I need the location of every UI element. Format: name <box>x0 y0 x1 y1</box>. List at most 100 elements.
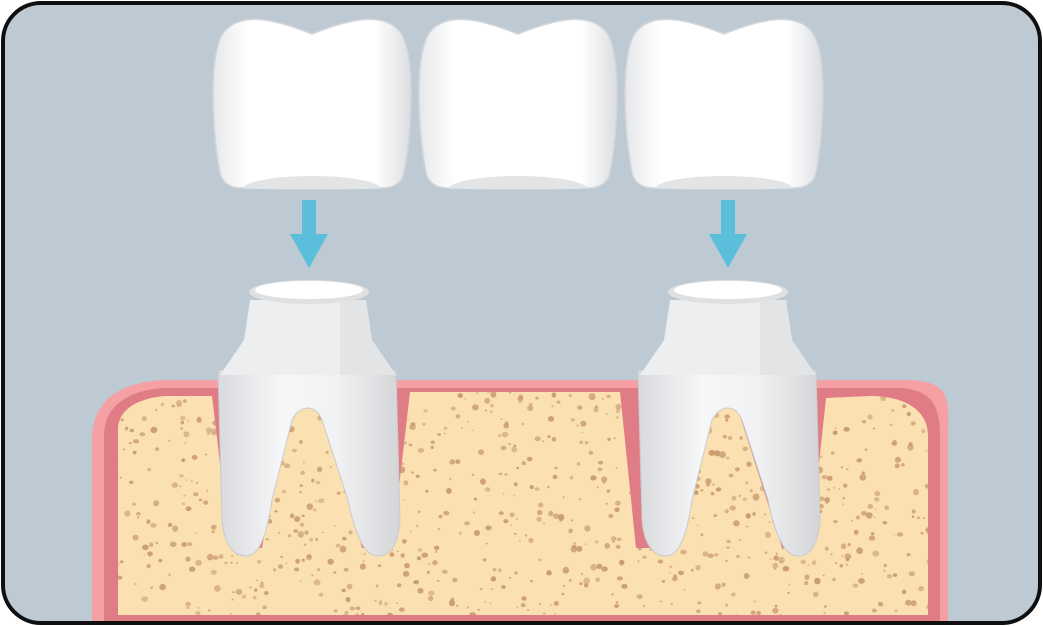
bone-speckle <box>861 420 867 424</box>
bone-speckle <box>547 416 555 422</box>
bone-speckle <box>190 480 193 482</box>
bone-speckle <box>408 443 413 447</box>
bone-speckle <box>518 400 522 404</box>
bone-speckle <box>596 486 599 489</box>
bone-speckle <box>576 462 581 466</box>
bone-speckle <box>206 489 209 492</box>
bone-speckle <box>514 532 517 536</box>
bone-speckle <box>255 612 261 615</box>
crown-icon <box>418 18 618 190</box>
bone-speckle <box>183 431 190 438</box>
bone-speckle <box>768 521 771 523</box>
bone-speckle <box>607 437 611 441</box>
bone-speckle <box>401 462 404 466</box>
bone-speckle <box>553 600 559 606</box>
bone-speckle <box>355 606 361 610</box>
bone-speckle <box>231 598 234 601</box>
bone-speckle <box>154 504 157 507</box>
bone-speckle <box>443 432 446 435</box>
bone-speckle <box>870 532 875 536</box>
bone-speckle <box>569 475 574 480</box>
bone-speckle <box>464 398 467 400</box>
bone-speckle <box>843 611 850 615</box>
bone-speckle <box>861 573 864 576</box>
bone-speckle <box>725 603 728 607</box>
bone-speckle <box>615 416 619 419</box>
bone-speckle <box>471 473 474 476</box>
bone-speckle <box>852 583 859 588</box>
bone-speckle <box>865 512 873 519</box>
bone-speckle <box>727 435 733 440</box>
bone-speckle <box>476 392 478 395</box>
bone-speckle <box>721 582 726 587</box>
bone-speckle <box>643 605 646 607</box>
bone-speckle <box>708 449 716 456</box>
bone-speckle <box>421 552 429 558</box>
bone-speckle <box>921 429 926 434</box>
bone-speckle <box>182 502 186 506</box>
bone-speckle <box>891 409 895 412</box>
bone-speckle <box>856 547 863 555</box>
crown-icon <box>624 18 824 190</box>
bone-speckle <box>604 542 611 549</box>
bone-speckle <box>187 542 193 547</box>
bone-speckle <box>423 409 428 413</box>
bone-speckle <box>467 420 470 423</box>
bone-speckle <box>696 609 701 614</box>
bone-speckle <box>472 404 479 411</box>
bone-speckle <box>614 507 620 513</box>
bone-speckle <box>554 466 558 470</box>
bone-speckle <box>410 530 413 533</box>
bone-speckle <box>318 592 324 597</box>
bone-speckle <box>902 404 907 409</box>
bone-speckle <box>437 528 441 531</box>
bone-speckle <box>901 589 907 595</box>
bone-speckle <box>167 439 171 443</box>
bone-speckle <box>833 486 835 489</box>
bone-speckle <box>780 560 783 563</box>
bone-speckle <box>348 530 353 535</box>
bone-speckle <box>745 525 749 528</box>
bone-speckle <box>128 441 132 445</box>
bone-speckle <box>859 473 867 481</box>
bone-speckle <box>396 550 399 553</box>
bone-speckle <box>867 414 873 420</box>
bone-speckle <box>843 483 848 488</box>
bone-speckle <box>212 555 219 560</box>
bone-speckle <box>274 497 281 503</box>
bone-speckle <box>580 572 584 576</box>
bone-speckle <box>498 434 501 437</box>
bone-speckle <box>911 509 916 514</box>
bone-speckle <box>149 542 154 548</box>
bone-speckle <box>588 393 596 401</box>
bone-speckle <box>179 474 184 478</box>
bone-speckle <box>433 468 437 472</box>
bone-speckle <box>894 609 898 613</box>
bone-speckle <box>606 489 611 493</box>
bone-speckle <box>218 554 224 559</box>
bone-speckle <box>311 574 314 577</box>
bone-speckle <box>726 456 730 460</box>
bone-speckle <box>552 513 560 519</box>
bone-speckle <box>578 582 583 586</box>
bone-speckle <box>210 569 217 575</box>
bone-speckle <box>428 595 434 602</box>
bone-speckle <box>538 558 541 562</box>
bone-speckle <box>211 530 216 534</box>
bone-speckle <box>722 435 727 439</box>
bone-speckle <box>300 470 306 475</box>
bone-speckle <box>455 459 461 464</box>
bone-speckle <box>874 508 877 510</box>
bone-speckle <box>469 612 476 615</box>
bone-speckle <box>537 509 543 516</box>
bone-speckle <box>229 612 232 615</box>
bone-speckle <box>613 437 616 440</box>
bone-speckle <box>841 555 844 557</box>
bone-speckle <box>325 450 329 454</box>
bone-speckle <box>516 466 519 470</box>
bone-speckle <box>498 568 502 572</box>
bone-speckle <box>710 491 715 496</box>
bone-speckle <box>570 545 578 553</box>
bone-speckle <box>480 478 486 485</box>
bone-speckle <box>274 510 278 513</box>
